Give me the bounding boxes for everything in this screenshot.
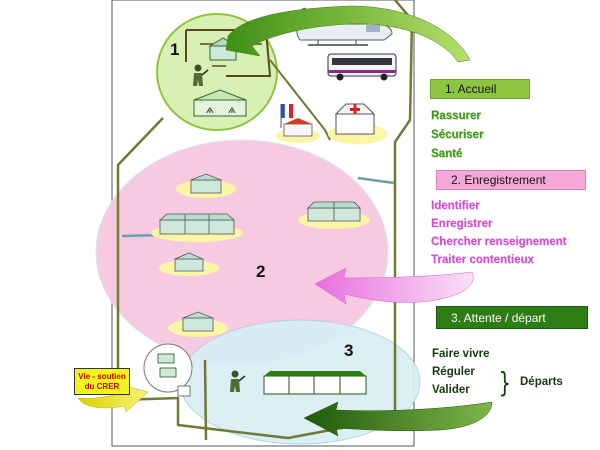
task-rassurer: Rassurer (431, 110, 481, 122)
registration-tent-a (176, 173, 236, 198)
support-area (143, 343, 193, 397)
barrier-east (357, 176, 395, 185)
task-faire-vivre: Faire vivre (432, 348, 490, 360)
soutien-line-2: du CRER (84, 382, 120, 391)
task-sante: Santé (431, 148, 463, 160)
soldier-figure-2 (230, 370, 246, 392)
brace-icon: } (498, 366, 512, 399)
task-reguler: Réguler (432, 366, 475, 378)
step-attente-label: 3. Attente / départ (451, 310, 546, 325)
task-enregistrer: Enregistrer (431, 218, 493, 230)
svg-text:ѧ: ѧ (228, 105, 236, 116)
zone-2-number: 2 (256, 262, 266, 281)
medical-tent-icon (328, 103, 388, 144)
registration-tent-d (159, 252, 219, 276)
departure-arrow (303, 401, 493, 437)
zone-1-number: 1 (170, 40, 180, 59)
reception-tent-large: ѧ ѧ (193, 89, 247, 117)
circulation-path (116, 0, 414, 440)
step-attente-box: 3. Attente / départ (436, 306, 588, 329)
soutien-line-1: Vie - soutien (78, 372, 126, 381)
french-flag-post (276, 103, 320, 143)
inner-path (203, 359, 208, 441)
task-traiter-contentieux: Traiter contentieux (431, 254, 534, 266)
task-valider: Valider (432, 384, 470, 396)
waiting-tent-long (263, 371, 367, 395)
task-securiser: Sécuriser (431, 129, 484, 141)
registration-arrow (314, 267, 474, 305)
step-enregistrement-box: 2. Enregistrement (436, 170, 586, 190)
path-to-medical (269, 59, 331, 141)
step-accueil-label: 1. Accueil (445, 82, 497, 96)
bus-icon (327, 53, 397, 81)
soldier-figure-1 (193, 64, 209, 86)
soutien-label-box: Vie - soutien du CRER (74, 368, 130, 395)
task-chercher-renseignement: Chercher renseignement (431, 236, 567, 248)
svg-text:ѧ: ѧ (206, 105, 214, 116)
registration-tent-b (151, 213, 243, 242)
outcome-departs: Départs (520, 376, 563, 388)
arrival-arrow (225, 5, 471, 63)
task-identifier: Identifier (431, 200, 480, 212)
registration-tent-e (168, 311, 228, 337)
step-accueil-box: 1. Accueil (430, 79, 530, 99)
step-enregistrement-label: 2. Enregistrement (451, 173, 546, 187)
registration-tent-c (298, 201, 370, 229)
zone-3-number: 3 (344, 341, 354, 360)
